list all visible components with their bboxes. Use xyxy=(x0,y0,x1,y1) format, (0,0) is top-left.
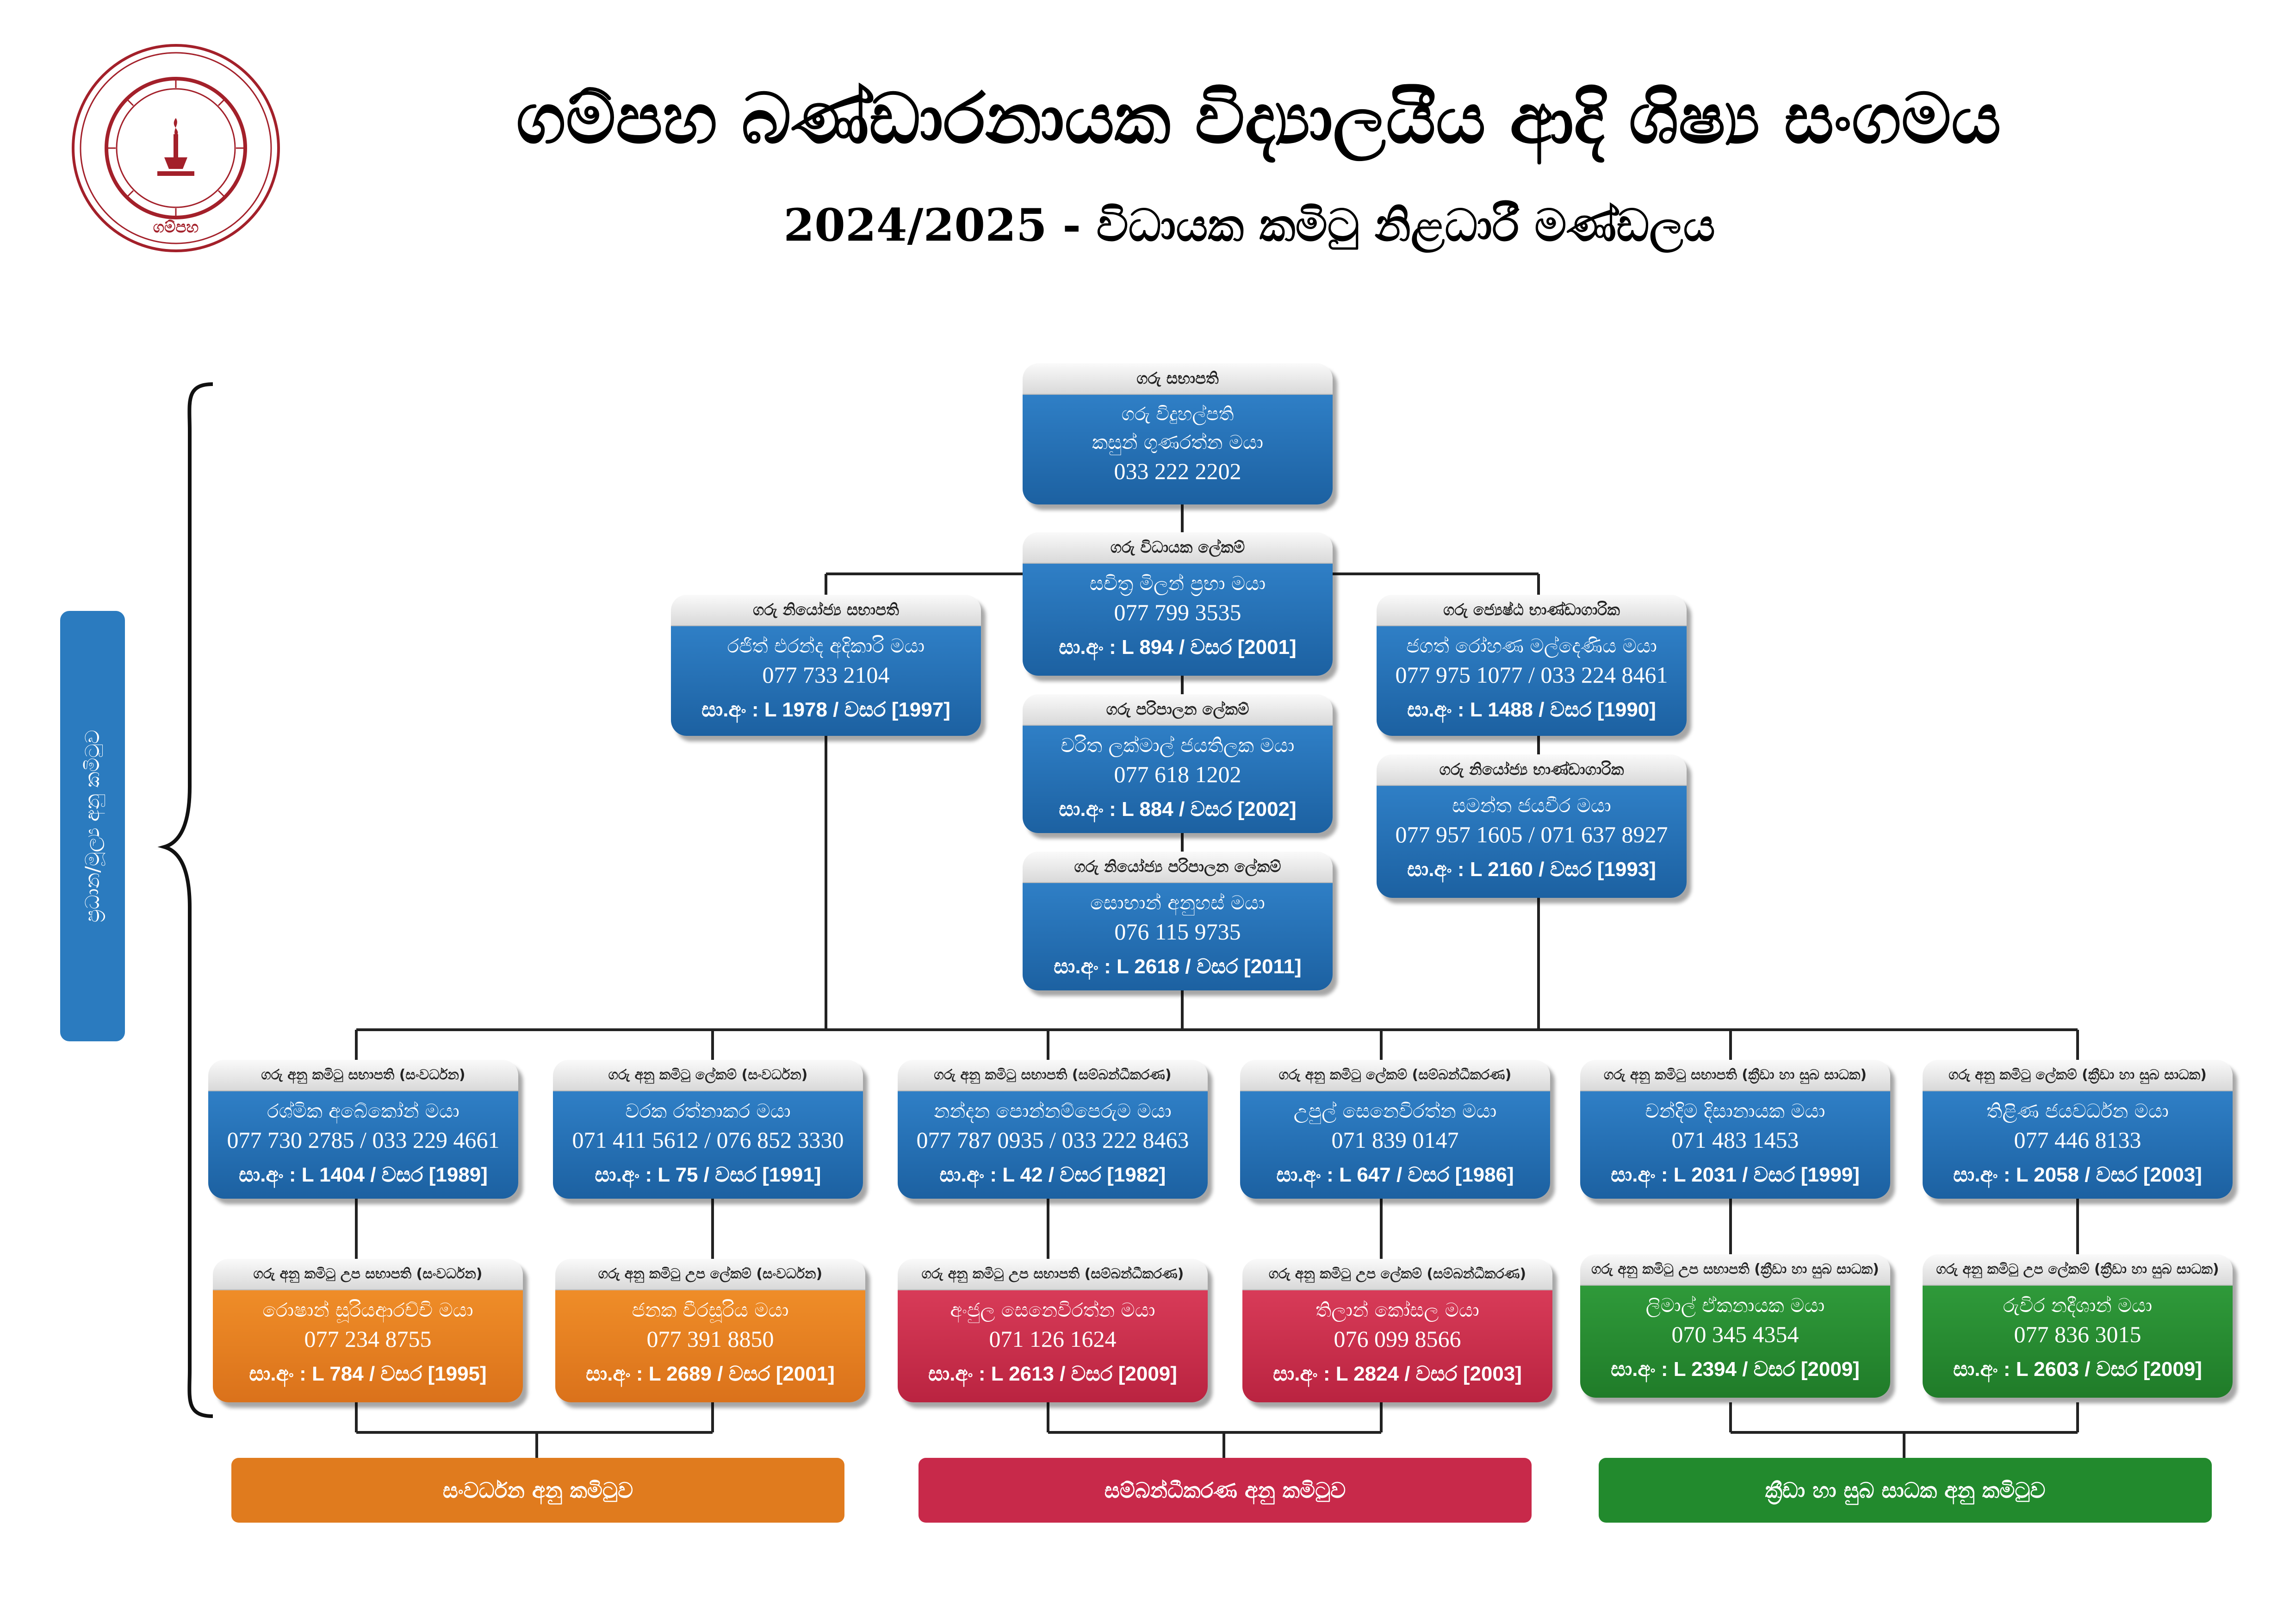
card-vice-secretary-coordination: ගරු අනු කමිටු උප ලේකම් (සම්බන්ධීකරණ) තිල… xyxy=(1242,1259,1552,1402)
page-subtitle: 2024/2025 - විධායක කමිටු නිළධාරී මණ්ඩලය xyxy=(783,199,1715,251)
card-subcommittee-secretary-coordination: ගරු අනු කමිටු ලේකම් (සම්බන්ධීකරණ) උපුල් … xyxy=(1240,1060,1550,1199)
card-subcommittee-chair-development: ගරු අනු කමිටු සභාපති (සංවර්ධන) රශ්මික අබ… xyxy=(208,1060,518,1199)
card-senior-treasurer: ගරු ජ්‍යෙෂ්ඨ භාණ්ඩාගාරික ජගත් රෝහණ මල්දෙ… xyxy=(1377,595,1687,736)
card-vice-secretary-development: ගරු අනු කමිටු උප ලේකම් (සංවර්ධන) ජනක වීර… xyxy=(555,1259,865,1402)
card-subcommittee-secretary-development: ගරු අනු කමිටු ලේකම් (සංවර්ධන) වරක රත්නාක… xyxy=(553,1060,863,1199)
left-brace xyxy=(157,382,213,1418)
card-deputy-administrative-secretary: ගරු නියෝජ්‍ය පරිපාලන ලේකම් සොභාන් අනුහස්… xyxy=(1023,852,1333,990)
association-logo: ගම්පහ xyxy=(72,44,280,252)
card-vice-chair-development: ගරු අනු කමිටු උප සභාපති (සංවර්ධන) රොෂාන්… xyxy=(213,1259,523,1402)
card-administrative-secretary: ගරු පරිපාලන ලේකම් චරිත ලක්මාල් ජයතිලක මය… xyxy=(1023,694,1333,833)
main-finance-subcommittee-label: ප්‍රධාන/මූල්‍ය අනු කමිටුව xyxy=(60,611,125,1041)
card-vice-president: ගරු නියෝජ්‍ය සභාපති රජිත් එරන්ද අදිකාරි … xyxy=(671,595,981,736)
logo-text: ගම්පහ xyxy=(153,218,199,236)
footer-development-subcommittee: සංවර්ධන අනු කමිටුව xyxy=(231,1458,844,1523)
page-title: ගම්පහ බණ්ඩාරනායක විද්‍යාලයීය ආදි ශිෂ්‍ය … xyxy=(516,79,2001,159)
card-subcommittee-chair-coordination: ගරු අනු කමිටු සභාපති (සම්බන්ධීකරණ) නන්දන… xyxy=(898,1060,1208,1199)
footer-sports-welfare-subcommittee: ක්‍රීඩා හා සුබ සාධක අනු කමිටුව xyxy=(1599,1458,2212,1523)
card-subcommittee-chair-sports-welfare: ගරු අනු කමිටු සභාපති (ක්‍රීඩා හා සුබ සාධ… xyxy=(1580,1060,1890,1199)
card-executive-secretary: ගරු විධායක ලේකම් සචිත්‍ර මිලන් ප්‍රභා මය… xyxy=(1023,532,1333,676)
card-vice-chair-coordination: ගරු අනු කමිටු උප සභාපති (සම්බන්ධීකරණ) අං… xyxy=(898,1259,1208,1402)
card-president: ගරු සභාපති ගරු විදුහල්පති කසුන් ගුණරත්න … xyxy=(1023,363,1333,504)
card-deputy-treasurer: ගරු නියෝජ්‍ය භාණ්ඩාගාරික සමන්ත ජයවීර මයා… xyxy=(1377,754,1687,898)
footer-coordination-subcommittee: සම්බන්ධීකරණ අනු කමිටුව xyxy=(918,1458,1532,1523)
card-vice-chair-sports-welfare: ගරු අනු කමිටු උප සභාපති (ක්‍රීඩා හා සුබ … xyxy=(1580,1254,1890,1398)
card-vice-secretary-sports-welfare: ගරු අනු කමිටු උප ලේකම් (ක්‍රීඩා හා සුබ ස… xyxy=(1923,1254,2233,1398)
card-subcommittee-secretary-sports-welfare: ගරු අනු කමිටු ලේකම් (ක්‍රීඩා හා සුබ සාධක… xyxy=(1923,1060,2233,1199)
